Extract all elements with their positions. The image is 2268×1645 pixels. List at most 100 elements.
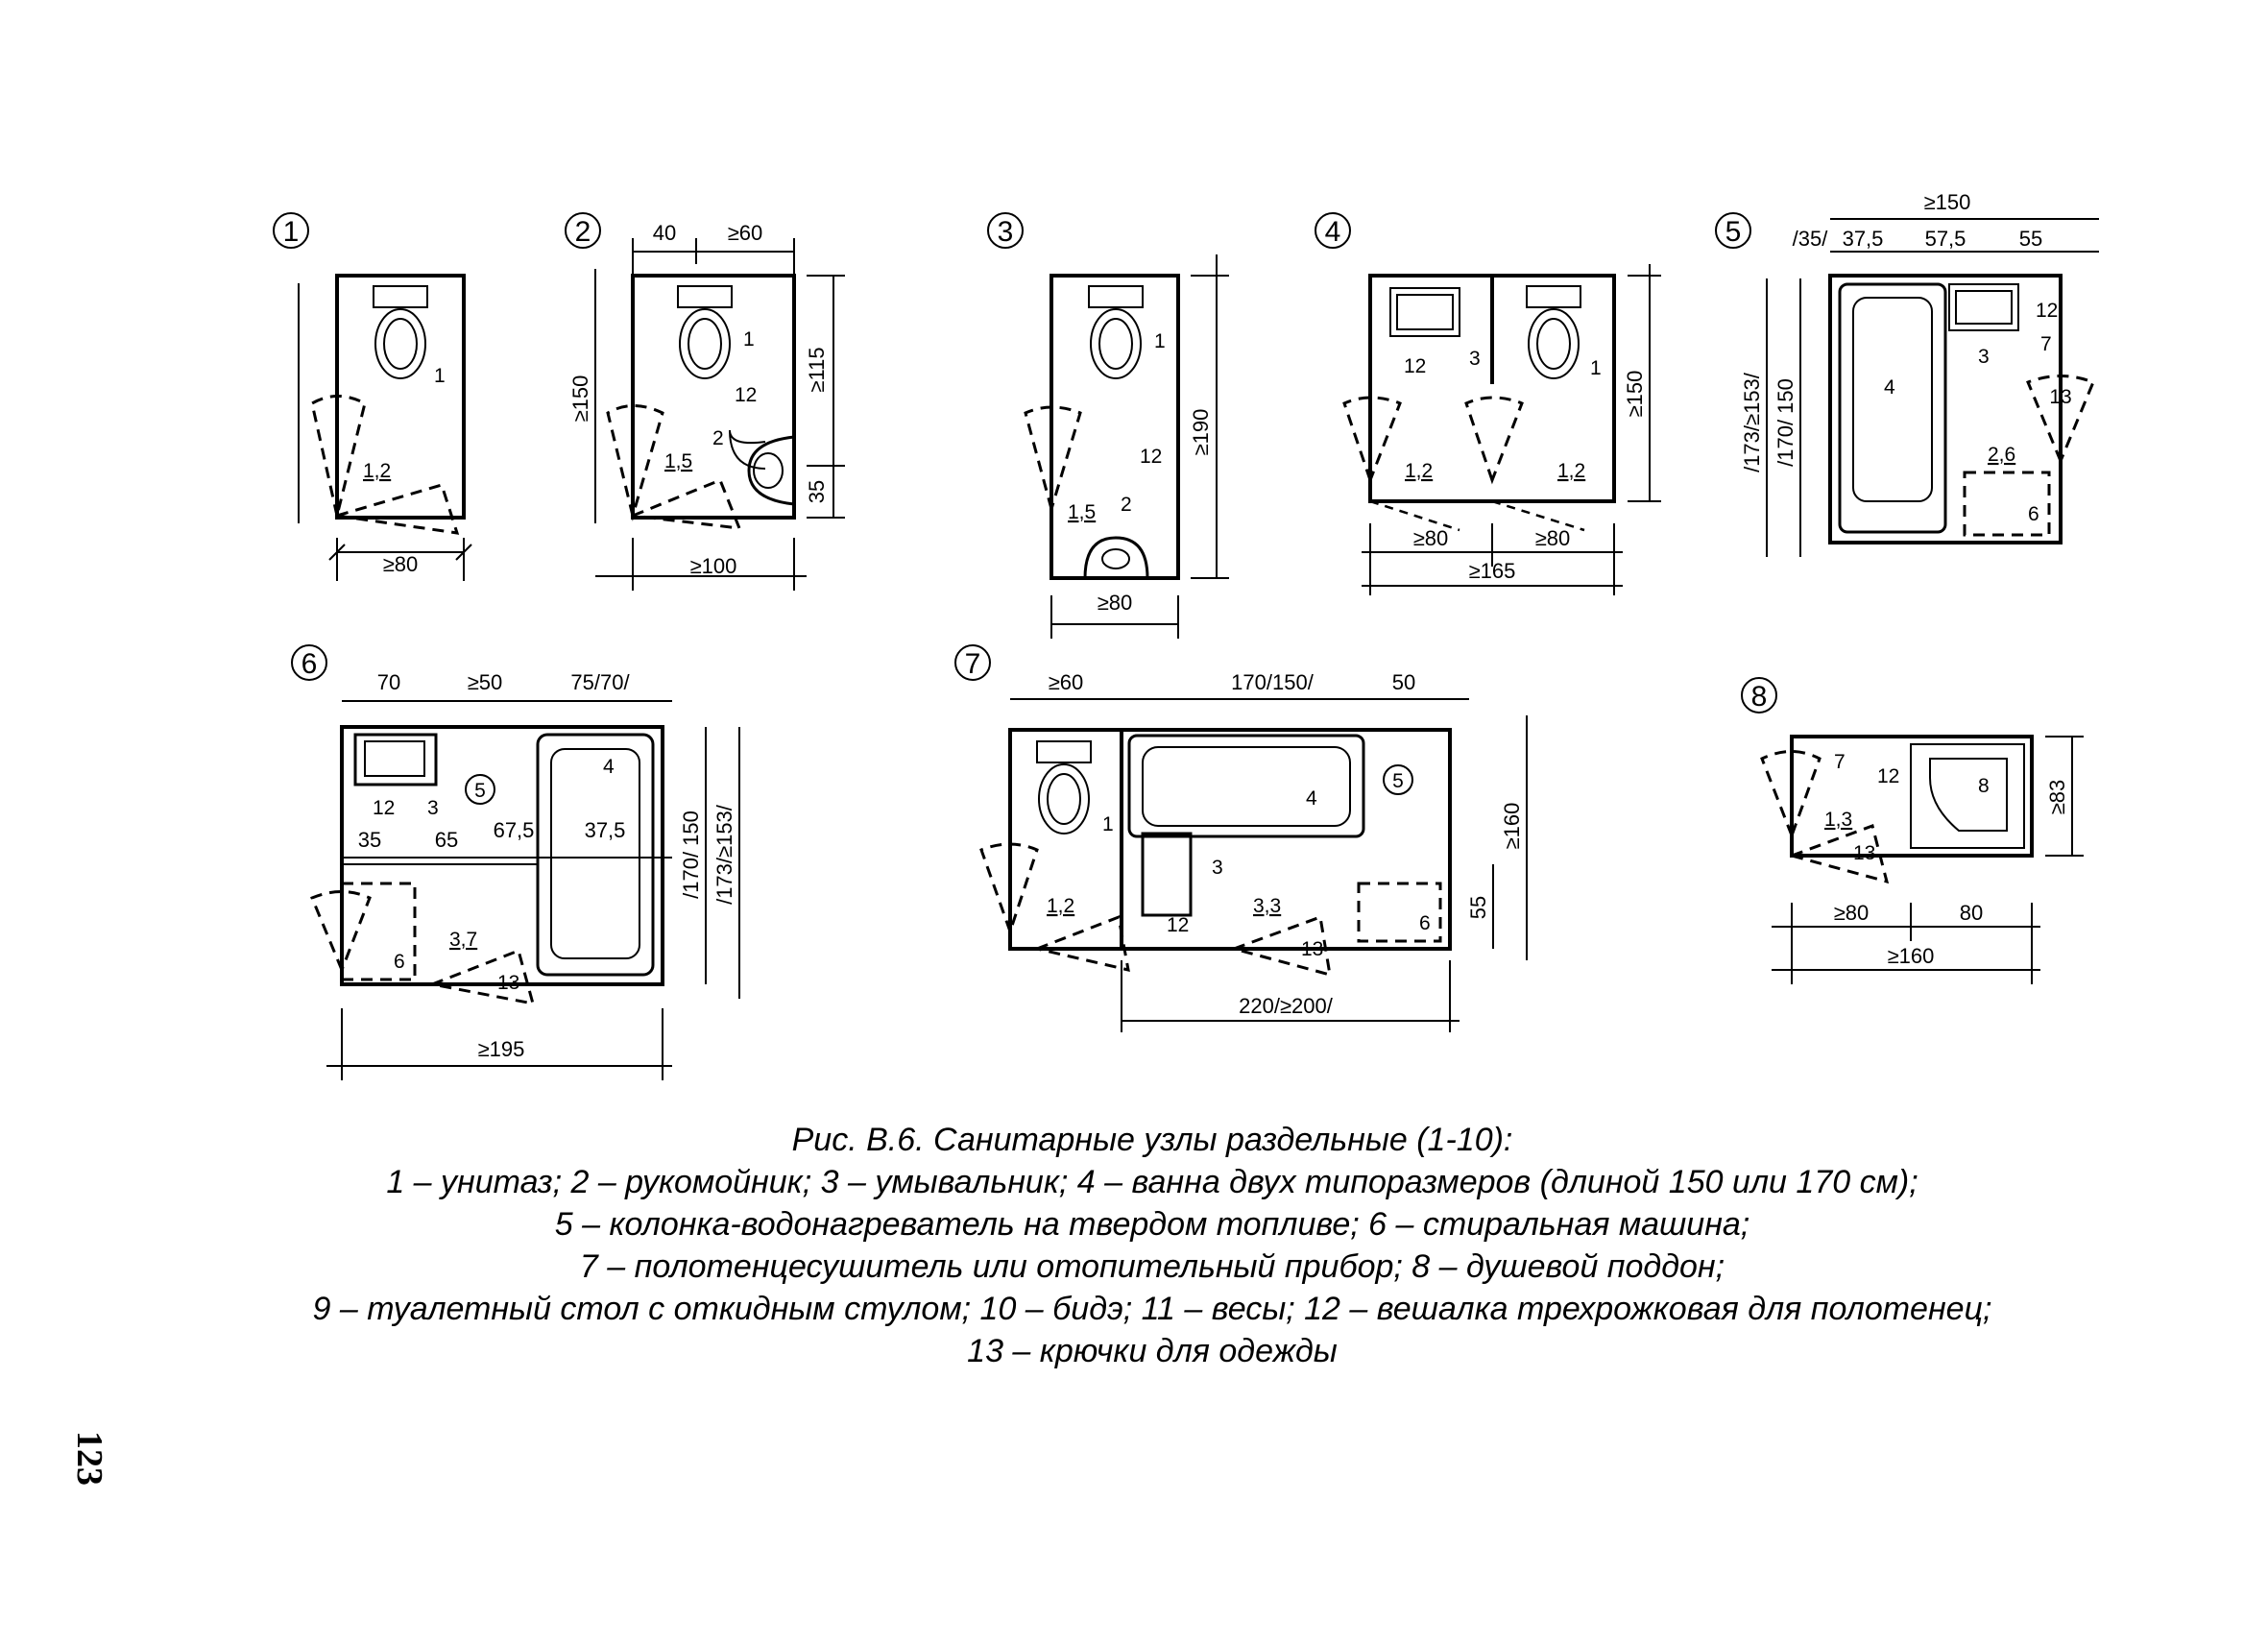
panel-8: 8 8 7 12 13 1,3 ≥83 ≥80 80 ≥160 xyxy=(1741,677,2084,984)
p1-width: ≥80 xyxy=(383,552,419,576)
p2-width: ≥100 xyxy=(690,554,737,578)
panel-6: 6 4 12 3 5 6 13 3,7 70 ≥50 75/70/ 35 65 … xyxy=(291,644,740,1080)
caption-line-4: 7 – полотенцесушитель или отопительный п… xyxy=(579,1248,1725,1285)
p7-item-5: 5 xyxy=(1392,770,1404,792)
p6-item-5: 5 xyxy=(474,780,486,802)
p8-item-8: 8 xyxy=(1978,775,1990,797)
p3-item-12: 12 xyxy=(1140,446,1162,468)
panel-5-number: 5 xyxy=(1725,216,1742,248)
page-number: 123 xyxy=(69,1431,109,1486)
p7-top-b: 170/150/ xyxy=(1231,670,1315,694)
p5-area: 2,6 xyxy=(1988,444,2015,466)
p6-mid-c: 67,5 xyxy=(494,818,535,842)
p2-item-1: 1 xyxy=(743,328,755,351)
panel-5: 5 4 12 7 3 13 6 2,6 ≥150 /35/ 37,5 57,5 … xyxy=(1715,190,2099,557)
p7-area-b: 3,3 xyxy=(1253,895,1281,917)
p6-mid-d: 37,5 xyxy=(585,818,626,842)
panel-4: 4 12 3 1 1,2 1,2 ≥150 ≥80 ≥80 ≥165 xyxy=(1315,212,1661,595)
p8-item-12: 12 xyxy=(1877,765,1899,787)
p3-item-2: 2 xyxy=(1121,494,1132,516)
p8-width-total: ≥160 xyxy=(1888,944,1935,968)
p6-area: 3,7 xyxy=(449,929,477,951)
p6-item-13: 13 xyxy=(497,972,519,994)
caption-line-2: 1 – унитаз; 2 – рукомойник; 3 – умывальн… xyxy=(386,1164,1918,1200)
p2-area: 1,5 xyxy=(664,450,692,472)
p3-right: ≥190 xyxy=(1189,409,1213,456)
p4-item-1: 1 xyxy=(1590,357,1602,379)
p2-item-12: 12 xyxy=(735,384,757,406)
p7-top-c: 50 xyxy=(1392,670,1415,694)
panel-2-number: 2 xyxy=(575,216,591,248)
p6-mid-b: 65 xyxy=(435,828,458,852)
p5-top-d: 55 xyxy=(2019,227,2042,251)
p6-width: ≥195 xyxy=(478,1037,525,1061)
p4-width-total: ≥165 xyxy=(1469,559,1516,583)
p2-top-b: ≥60 xyxy=(728,221,763,245)
panel-1-number: 1 xyxy=(283,216,300,248)
p6-top-b: ≥50 xyxy=(468,670,503,694)
p6-item-6: 6 xyxy=(394,951,405,973)
panel-7-number: 7 xyxy=(965,648,981,680)
p5-item-6: 6 xyxy=(2028,503,2039,525)
p6-right-b: /173/≥153/ xyxy=(712,804,736,905)
p6-top-a: 70 xyxy=(377,670,400,694)
p4-width-a: ≥80 xyxy=(1413,526,1449,550)
p7-item-13: 13 xyxy=(1301,938,1323,960)
panel-4-number: 4 xyxy=(1325,216,1341,248)
caption-line-3: 5 – колонка-водонагреватель на твердом т… xyxy=(554,1206,1750,1243)
p4-area-b: 1,2 xyxy=(1557,460,1585,482)
p1-area: 1,2 xyxy=(363,460,391,482)
p7-width: 220/≥200/ xyxy=(1239,994,1334,1018)
p2-top-a: 40 xyxy=(653,221,676,245)
panel-7: 7 1 4 5 3 12 6 13 1,2 3,3 ≥60 170/150/ 5… xyxy=(954,644,1528,1032)
p2-left: ≥150 xyxy=(568,375,592,423)
p4-right: ≥150 xyxy=(1623,371,1647,418)
p7-item-6: 6 xyxy=(1419,912,1431,934)
p8-width-b: 80 xyxy=(1960,901,1983,925)
panel-2: 2 1 12 2 1,5 40 ≥60 ≥150 ≥115 35 ≥100 xyxy=(565,212,845,591)
caption-line-6: 13 – крючки для одежды xyxy=(967,1333,1338,1369)
p1-item-1: 1 xyxy=(434,365,446,387)
p5-top-c: 57,5 xyxy=(1925,227,1966,251)
p7-item-4: 4 xyxy=(1306,787,1317,810)
p5-item-7: 7 xyxy=(2040,333,2052,355)
panel-8-number: 8 xyxy=(1751,681,1768,713)
p5-top-a: /35/ xyxy=(1793,227,1829,251)
caption-line-5: 9 – туалетный стол с откидным стулом; 10… xyxy=(312,1291,1992,1327)
p5-left-a: /173/≥153/ xyxy=(1740,372,1764,472)
panel-3: 3 1 12 2 1,5 ≥190 ≥80 xyxy=(987,212,1229,639)
p4-item-12: 12 xyxy=(1404,355,1426,377)
p8-item-7: 7 xyxy=(1834,751,1846,773)
p5-item-13: 13 xyxy=(2049,386,2071,408)
figure-caption: Рис. В.6. Санитарные узлы раздельные (1-… xyxy=(144,1119,2160,1372)
p7-top-a: ≥60 xyxy=(1049,670,1084,694)
p8-right: ≥83 xyxy=(2045,780,2069,815)
p6-right-a: /170/ 150 xyxy=(679,810,703,899)
panel-1: 1 1 1,2 ≥80 xyxy=(273,212,472,581)
caption-line-1: Рис. В.6. Санитарные узлы раздельные (1-… xyxy=(791,1122,1513,1158)
p6-item-4: 4 xyxy=(603,756,615,778)
p5-top-b: 37,5 xyxy=(1843,227,1884,251)
p2-right-b: 35 xyxy=(805,480,829,503)
p8-width-a: ≥80 xyxy=(1834,901,1870,925)
p7-area-a: 1,2 xyxy=(1047,895,1074,917)
p7-item-12: 12 xyxy=(1167,914,1189,936)
p6-mid-a: 35 xyxy=(358,828,381,852)
p5-item-3: 3 xyxy=(1978,346,1990,368)
p8-area: 1,3 xyxy=(1824,809,1852,831)
p5-top: ≥150 xyxy=(1924,190,1971,214)
p7-right-a: ≥160 xyxy=(1500,803,1524,850)
p7-right-b: 55 xyxy=(1466,896,1490,919)
p2-item-2: 2 xyxy=(712,427,724,449)
p8-item-13: 13 xyxy=(1853,842,1875,864)
p5-item-12: 12 xyxy=(2036,300,2058,322)
p6-item-12: 12 xyxy=(373,797,395,819)
p5-item-4: 4 xyxy=(1884,376,1895,399)
p3-item-1: 1 xyxy=(1154,330,1166,352)
panel-6-number: 6 xyxy=(302,648,318,680)
p2-right-a: ≥115 xyxy=(805,347,829,392)
p4-width-b: ≥80 xyxy=(1535,526,1571,550)
p6-item-3: 3 xyxy=(427,797,439,819)
p4-area-a: 1,2 xyxy=(1405,460,1433,482)
